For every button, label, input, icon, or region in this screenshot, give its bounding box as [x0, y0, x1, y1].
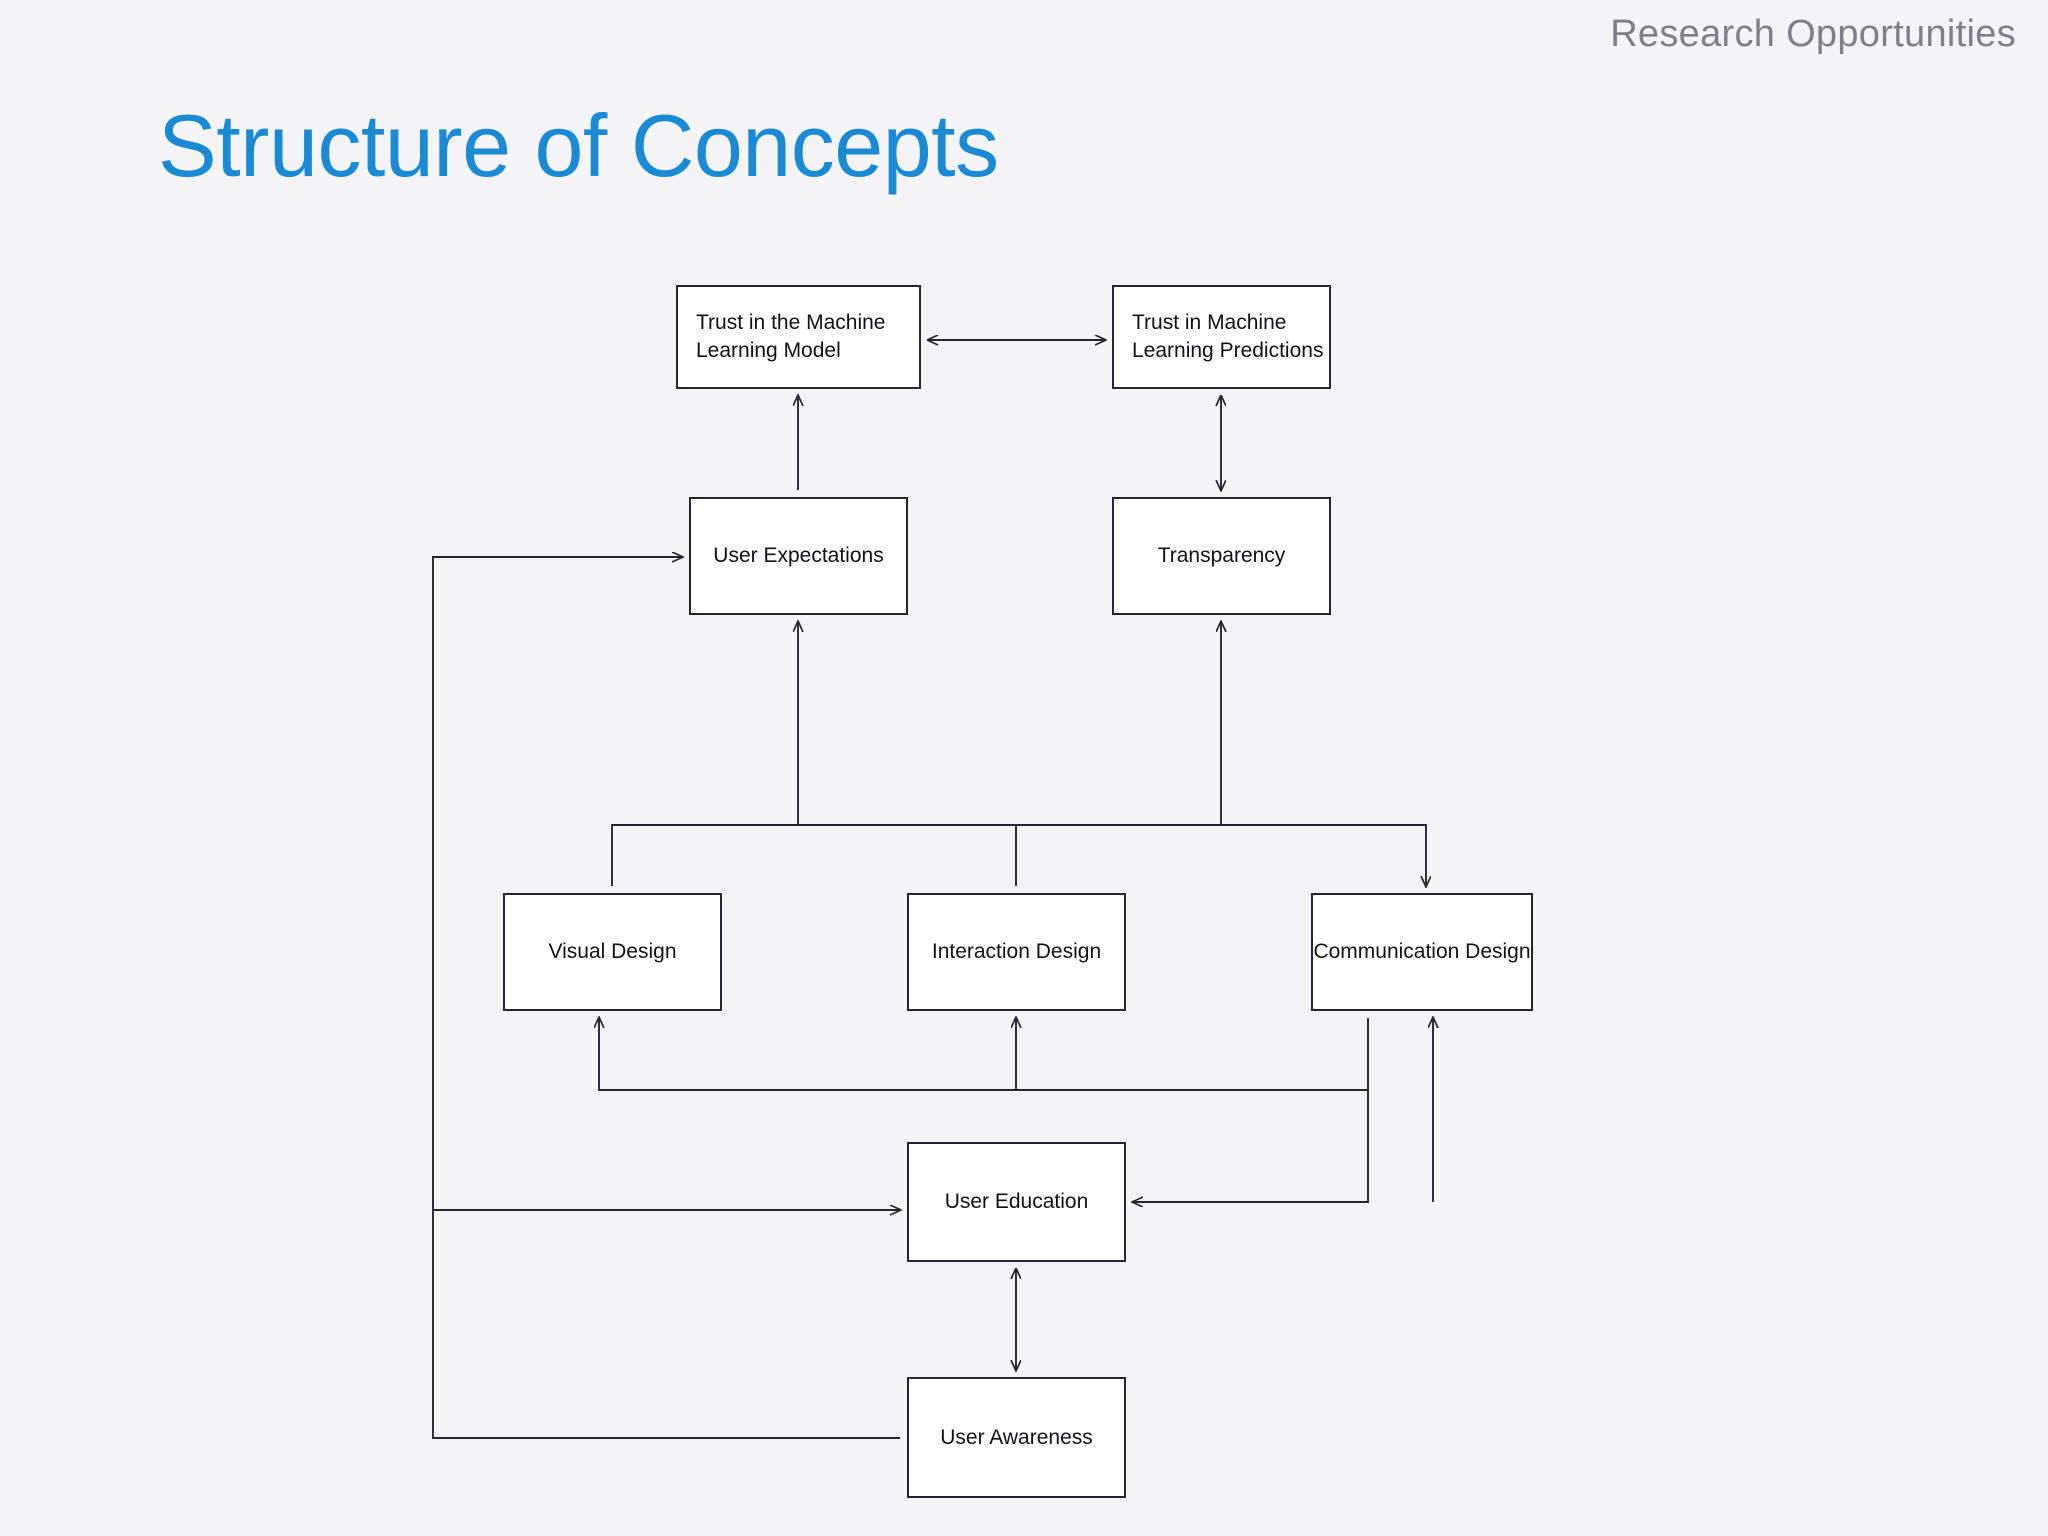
node-trust-in-machine-learning-predictions[interactable]: Trust in Machine Learning Predictions	[1112, 285, 1331, 389]
node-user-awareness[interactable]: User Awareness	[907, 1377, 1126, 1498]
edge-communication-design-user-education	[1133, 1018, 1369, 1202]
node-label: User Expectations	[713, 544, 884, 568]
node-transparency[interactable]: Transparency	[1112, 497, 1331, 615]
edge-bus-upper-right	[1016, 824, 1426, 886]
node-label: Trust in Machine Learning Predictions	[1132, 311, 1324, 362]
node-label: Trust in the Machine Learning Model	[696, 311, 886, 362]
node-interaction-design[interactable]: Interaction Design	[907, 893, 1126, 1011]
node-user-expectations[interactable]: User Expectations	[689, 497, 908, 615]
node-label: Transparency	[1157, 544, 1286, 568]
edge-user-awareness-user-expectations	[432, 557, 900, 1439]
node-communication-design[interactable]: Communication Design	[1311, 893, 1533, 1011]
page-title: Structure of Concepts	[158, 96, 999, 195]
edge-bus-upper	[611, 824, 1017, 886]
slide-header: Research Opportunities	[1610, 13, 2016, 56]
node-visual-design[interactable]: Visual Design	[503, 893, 722, 1011]
node-trust-in-machine-learning-model[interactable]: Trust in the Machine Learning Model	[676, 285, 921, 389]
node-label: Communication Design	[1313, 940, 1531, 964]
node-label: Visual Design	[548, 940, 677, 964]
node-user-education[interactable]: User Education	[907, 1142, 1126, 1262]
slide-header-title: Research Opportunities	[1610, 13, 2016, 55]
node-label: Interaction Design	[931, 940, 1102, 964]
node-label: User Education	[944, 1190, 1089, 1214]
edge-bus-lower	[599, 1018, 1368, 1091]
node-label: User Awareness	[940, 1425, 1093, 1449]
